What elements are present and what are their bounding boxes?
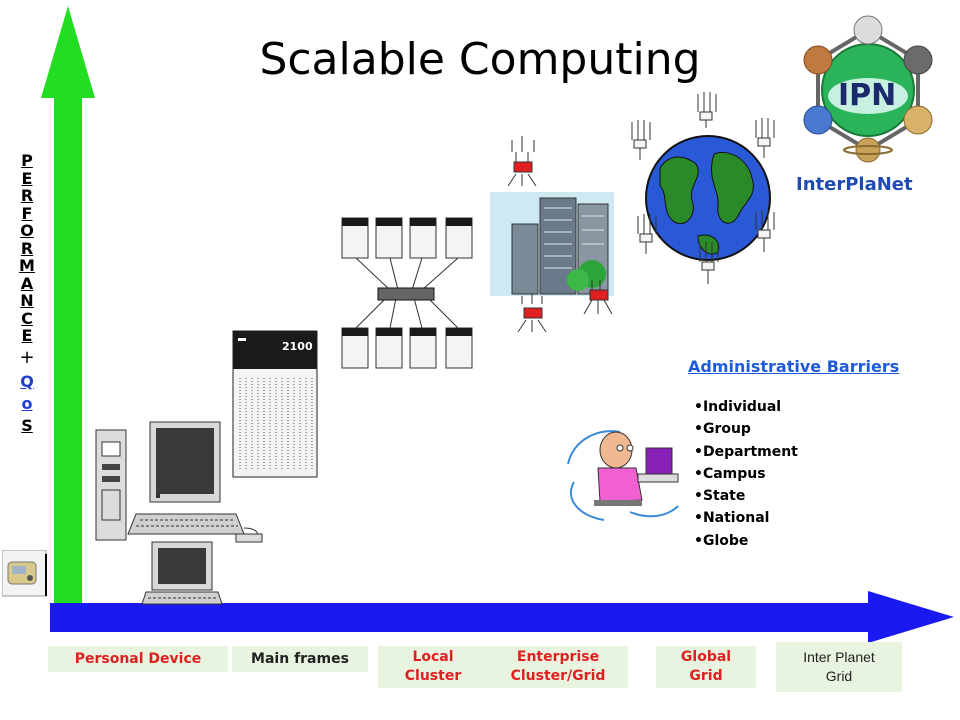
administrative-barriers-title: Administrative Barriers bbox=[688, 357, 900, 376]
pda-device-icon bbox=[2, 550, 47, 597]
axis-letter: F bbox=[21, 203, 33, 223]
axis-letter: R bbox=[20, 186, 34, 205]
stage-personal-device: Personal Device bbox=[48, 646, 228, 672]
axis-letter: M bbox=[19, 256, 35, 275]
barrier-item-national: •National bbox=[694, 510, 770, 527]
axis-letter: P bbox=[21, 151, 33, 170]
administrator-person-icon bbox=[567, 430, 679, 521]
axis-letter: A bbox=[20, 273, 34, 293]
slide-title: Scalable Computing bbox=[259, 34, 701, 85]
mainframe-icon: 2100 bbox=[232, 330, 318, 478]
performance-axis-arrow bbox=[41, 6, 95, 605]
barrier-item-campus: •Campus bbox=[694, 465, 766, 482]
axis-letter: E bbox=[21, 326, 33, 345]
scale-axis-arrow bbox=[50, 591, 954, 643]
qos-letter: o bbox=[21, 393, 33, 413]
barrier-list: •Individual •Group •Department •Campus •… bbox=[694, 396, 798, 552]
axis-letter: O bbox=[20, 221, 34, 240]
mainframe-model-label: 2100 bbox=[282, 340, 313, 353]
stage-local-cluster: Local Cluster bbox=[378, 646, 488, 688]
stage-enterprise-cluster-grid: Enterprise Cluster/Grid bbox=[488, 646, 628, 688]
logo-ipn-text: IPN bbox=[838, 78, 897, 113]
barrier-item-state: •State bbox=[694, 488, 746, 505]
axis-letter: N bbox=[20, 291, 34, 310]
stage-inter-planet-grid: Inter Planet Grid bbox=[776, 642, 902, 692]
performance-axis-label: P E R F O R M A N C E + Q o S bbox=[16, 152, 38, 437]
axis-letter: R bbox=[20, 238, 34, 258]
barrier-item-group: •Group bbox=[694, 421, 751, 438]
barrier-item-individual: •Individual bbox=[694, 399, 782, 415]
barrier-item-globe: •Globe bbox=[694, 532, 749, 549]
qos-letter: S bbox=[21, 415, 33, 435]
interplanet-logo: IPN InterPlaNet bbox=[790, 10, 946, 200]
axis-plus: + bbox=[19, 346, 35, 368]
stage-global-grid: Global Grid bbox=[656, 646, 756, 688]
axis-letter: C bbox=[21, 308, 33, 328]
axis-letter: E bbox=[21, 168, 33, 188]
enterprise-cluster-icon bbox=[490, 136, 614, 333]
logo-interplanet-text: InterPlaNet bbox=[796, 174, 913, 195]
local-cluster-icon bbox=[341, 217, 473, 369]
stage-main-frames: Main frames bbox=[232, 646, 368, 672]
desktop-computer-icon bbox=[95, 421, 263, 605]
global-grid-globe-icon bbox=[631, 92, 775, 284]
qos-letter: Q bbox=[20, 371, 34, 391]
barrier-item-department: •Department bbox=[694, 443, 798, 460]
